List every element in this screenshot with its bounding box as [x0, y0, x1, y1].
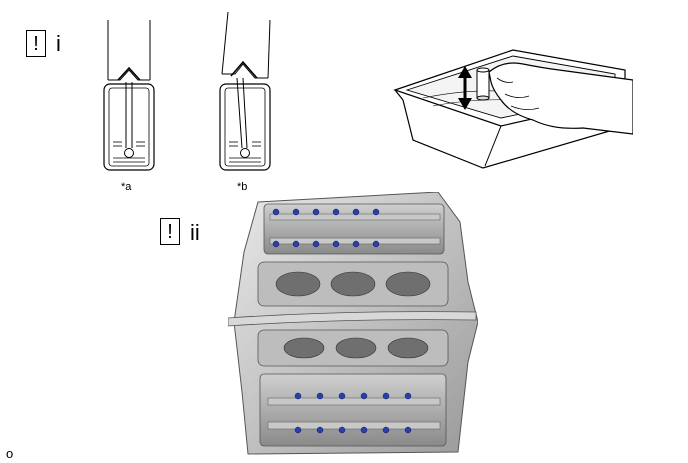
figure-label-a: *a: [121, 181, 132, 193]
figure-label-b: *b: [237, 181, 248, 193]
lifter-tilted-figure: [219, 12, 271, 171]
lifter-aligned-figure: [103, 20, 155, 171]
step-ii-mark: !: [160, 218, 180, 245]
step-ii-label: ii: [190, 220, 200, 245]
step-i-mark: !: [26, 30, 46, 57]
oil-pan-hand-figure: [393, 49, 633, 169]
double-arrow-icon: [458, 66, 472, 110]
step-i-label: i: [56, 31, 61, 56]
engine-cylinder-head-figure: [228, 192, 478, 455]
corner-mark: o: [6, 446, 14, 461]
